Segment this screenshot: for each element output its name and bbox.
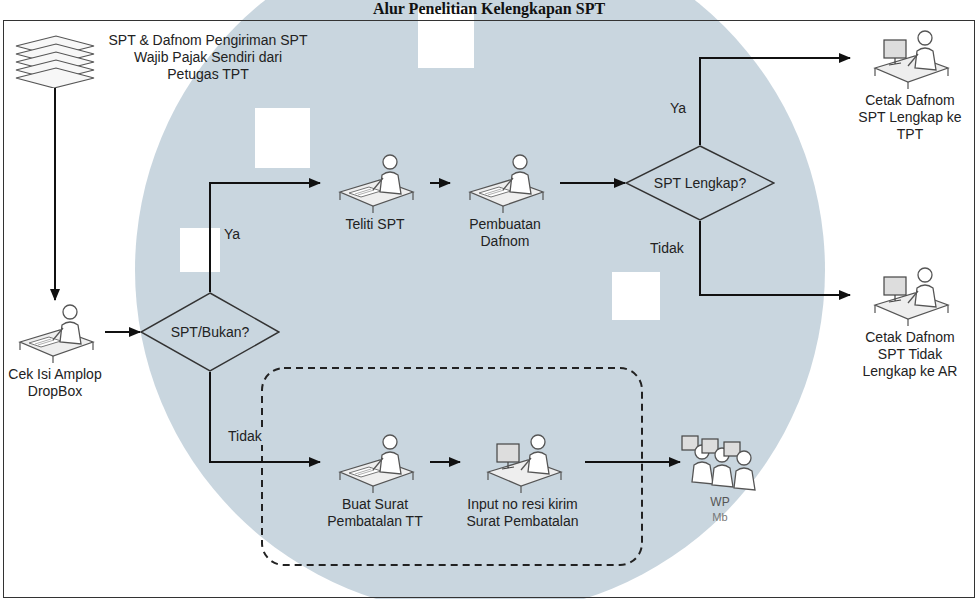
flow-arrow: [210, 372, 320, 462]
process-node: Pembuatan Dafnom: [450, 150, 560, 250]
process-node: SPT & Dafnom Pengiriman SPT Wajib Pajak …: [10, 26, 308, 88]
flow-arrow: [585, 461, 680, 463]
node-label: Cek Isi Amplop DropBox: [5, 366, 105, 400]
process-node: Cek Isi Amplop DropBox: [5, 300, 105, 400]
decision-label: SPT Lengkap?: [654, 175, 746, 192]
process-node: WP Mb: [680, 430, 760, 524]
flow-arrow: [430, 182, 450, 184]
node-label: Input no resi kirim Surat Pembatalan: [460, 496, 585, 530]
node-label: Teliti SPT: [320, 216, 430, 233]
group-outline: [262, 368, 642, 565]
process-node: Input no resi kirim Surat Pembatalan: [460, 430, 585, 530]
decision-diamond: SPT Lengkap?: [625, 145, 775, 221]
document-stack-icon: [10, 26, 100, 88]
worker-icon: [850, 263, 970, 327]
flow-arrow: [700, 221, 850, 295]
node-label: Cetak Dafnom SPT Lengkap ke TPT: [850, 92, 970, 143]
node-label: WP: [680, 496, 760, 509]
worker-icon: [460, 430, 585, 494]
decision-label: SPT/Bukan?: [171, 324, 250, 341]
process-node: Teliti SPT: [320, 150, 430, 233]
decision-diamond: SPT/Bukan?: [140, 292, 280, 372]
flow-arrow: [210, 183, 320, 292]
taxpayer-icon: [680, 430, 760, 494]
flow-arrow: [430, 461, 460, 463]
worker-icon: [450, 150, 560, 214]
worker-icon: [5, 300, 105, 364]
process-node: Cetak Dafnom SPT Lengkap ke TPT: [850, 26, 970, 143]
edge-label: Tidak: [226, 428, 264, 445]
flow-arrow: [560, 182, 625, 184]
worker-icon: [320, 150, 430, 214]
node-label: SPT & Dafnom Pengiriman SPT Wajib Pajak …: [108, 32, 308, 83]
frame: [4, 21, 975, 598]
process-node: Buat Surat Pembatalan TT: [320, 430, 430, 530]
edge-label: Ya: [222, 226, 242, 243]
flow-arrow: [105, 331, 140, 333]
node-label: Cetak Dafnom SPT Tidak Lengkap ke AR: [850, 329, 970, 380]
flow-arrow: [700, 58, 850, 145]
worker-icon: [850, 26, 970, 90]
watermark-circle: [135, 0, 825, 599]
process-node: Cetak Dafnom SPT Tidak Lengkap ke AR: [850, 263, 970, 380]
edge-label: Ya: [668, 100, 688, 117]
flow-arrow: [54, 88, 56, 300]
node-label: Mb: [680, 511, 760, 524]
worker-icon: [320, 430, 430, 494]
title: Alur Penelitian Kelengkapan SPT: [0, 0, 978, 18]
edge-label: Tidak: [648, 240, 686, 257]
node-label: Pembuatan Dafnom: [450, 216, 560, 250]
node-label: Buat Surat Pembatalan TT: [320, 496, 430, 530]
